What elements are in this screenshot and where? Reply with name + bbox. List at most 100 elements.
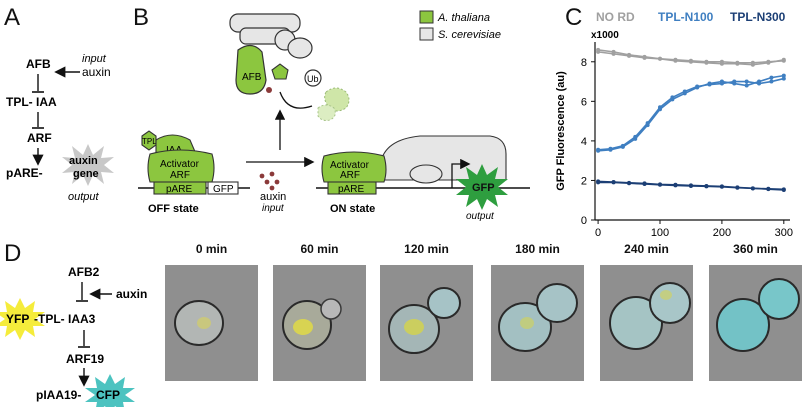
b-afb-label: AFB (242, 72, 262, 83)
pol-ii-subunit (409, 164, 443, 184)
activator-arf-on (321, 151, 387, 183)
y-tick-label: 8 (581, 57, 587, 69)
series-point (735, 185, 740, 190)
micrograph-0min (165, 265, 258, 381)
b-tpl-label: TPL (142, 137, 157, 146)
mediator-complex (379, 135, 507, 181)
yfp-burst (0, 298, 45, 340)
cfp-burst (85, 374, 135, 407)
y-tick-label: 6 (581, 96, 587, 108)
pare-box-off (153, 181, 207, 195)
a-output-label: output (68, 191, 100, 203)
series-point (695, 84, 700, 89)
series-point (766, 187, 771, 192)
series-point (608, 146, 613, 151)
series-point (658, 105, 662, 110)
series-point (781, 76, 786, 81)
d-tpl-iaa3-label: -TPL- IAA3 (34, 312, 96, 326)
micrograph-240min (600, 265, 693, 381)
b-activator2-label: Activator (330, 160, 370, 171)
y-axis-label: GFP Fluorescence (au) (555, 71, 567, 191)
series-point (781, 57, 786, 62)
timepoint-label-4: 240 min (624, 242, 669, 256)
afb-protein (235, 44, 267, 95)
d-arf19-label: ARF19 (66, 352, 104, 366)
legend-label-scerevisiae: S. cerevisiae (438, 29, 501, 41)
series-point (781, 73, 786, 78)
auxin-dots (259, 171, 280, 191)
y-tick-label: 4 (581, 136, 587, 148)
x-tick-label: 300 (775, 227, 793, 239)
panel-b-diagram: A. thaliana S. cerevisiae AFB Ub TPL IAA… (138, 10, 530, 222)
auxin-hexagon (271, 63, 289, 80)
series-line (598, 77, 784, 151)
d-piaa19-label: pIAA19- (36, 388, 81, 402)
series-point (704, 60, 709, 65)
b-gfp-burst-label: GFP (472, 182, 495, 194)
series-point (611, 49, 616, 54)
timepoint-label-2: 120 min (404, 242, 449, 256)
series-line (598, 74, 784, 152)
b-on-state-label: ON state (330, 203, 375, 215)
pare-box-on (327, 181, 377, 195)
a-tpl-iaa-label: TPL- IAA (6, 95, 57, 109)
b-ub-label: Ub (307, 74, 319, 84)
series-point (719, 81, 724, 86)
series-point (757, 81, 762, 86)
series-point (620, 143, 625, 148)
series-point (596, 147, 601, 152)
legend-entry: TPL-N100 (658, 10, 714, 24)
d-auxin-label: auxin (116, 287, 147, 301)
series-point (781, 187, 786, 192)
b-auxin-label: auxin (260, 191, 286, 203)
a-arf-label: ARF (27, 131, 52, 145)
y-multiplier-label: x1000 (591, 30, 619, 41)
series-point (719, 184, 724, 189)
ubiquitin (304, 69, 322, 87)
series-point (688, 59, 693, 64)
series-point (750, 186, 755, 191)
series-point (750, 62, 755, 67)
b-gfp-box-label: GFP (213, 184, 234, 195)
bound-auxin-dot (266, 87, 272, 93)
micrograph-60min (273, 265, 366, 381)
b-output-label: output (466, 211, 495, 222)
micrograph-180min (491, 265, 584, 381)
panel-letter-c: C (565, 4, 583, 31)
series-point (744, 79, 749, 84)
a-input-label: input (82, 53, 107, 65)
a-pare-label: pARE- (6, 166, 43, 180)
series-point (682, 89, 687, 94)
gfp-output-burst (456, 164, 508, 210)
panel-d-diagram: AFB2 auxin YFP -TPL- IAA3 ARF19 pIAA19- … (0, 265, 147, 407)
legend-label-athaliana: A. thaliana (437, 12, 490, 24)
series-point (611, 180, 616, 185)
series-point (744, 83, 749, 88)
degrading-iaa-2 (317, 104, 336, 121)
b-arf-label: ARF (170, 170, 190, 181)
b-arf2-label: ARF (340, 170, 360, 181)
timepoint-label-3: 180 min (515, 242, 560, 256)
micrograph-120min (380, 265, 473, 381)
panel-letter-b: B (133, 4, 150, 31)
b-pare-label: pARE (166, 184, 192, 195)
series-point (732, 79, 737, 84)
series-point (596, 180, 601, 185)
a-auxin-gene-label-2: gene (73, 168, 99, 180)
series-point (673, 58, 678, 63)
timepoint-label-1: 60 min (300, 242, 339, 256)
series-point (719, 61, 724, 66)
series-point (658, 56, 662, 61)
y-tick-label: 0 (581, 215, 587, 227)
x-tick-label: 200 (713, 227, 731, 239)
timepoint-label-0: 0 min (195, 242, 228, 256)
activator-arf-off (147, 149, 215, 183)
series-point (688, 183, 693, 188)
series-point (596, 47, 601, 52)
series-point (645, 121, 650, 126)
d-yfp-label: YFP (6, 312, 29, 326)
legend-entry: TPL-N300 (730, 10, 786, 24)
legend-swatch-athaliana (419, 10, 434, 24)
series-point (642, 54, 647, 59)
b-off-state-label: OFF state (148, 203, 199, 215)
